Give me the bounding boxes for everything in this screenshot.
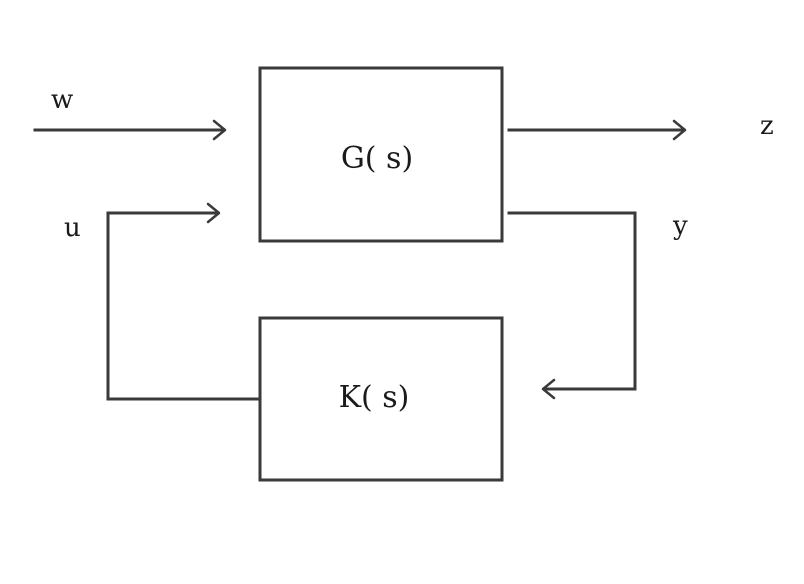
- y-measurement-arrow: [507, 211, 637, 400]
- u-label: u: [64, 213, 81, 243]
- w-label: w: [51, 85, 73, 115]
- controller-block: [258, 316, 504, 482]
- u-feedback-arrow: [106, 202, 262, 401]
- controller-label: K( s): [339, 380, 410, 415]
- plant-label: G( s): [341, 141, 413, 176]
- y-label: y: [672, 211, 688, 241]
- w-input-arrow: [33, 119, 227, 141]
- plant-block: [258, 66, 504, 243]
- z-output-arrow: [507, 119, 687, 141]
- z-label: z: [760, 111, 774, 141]
